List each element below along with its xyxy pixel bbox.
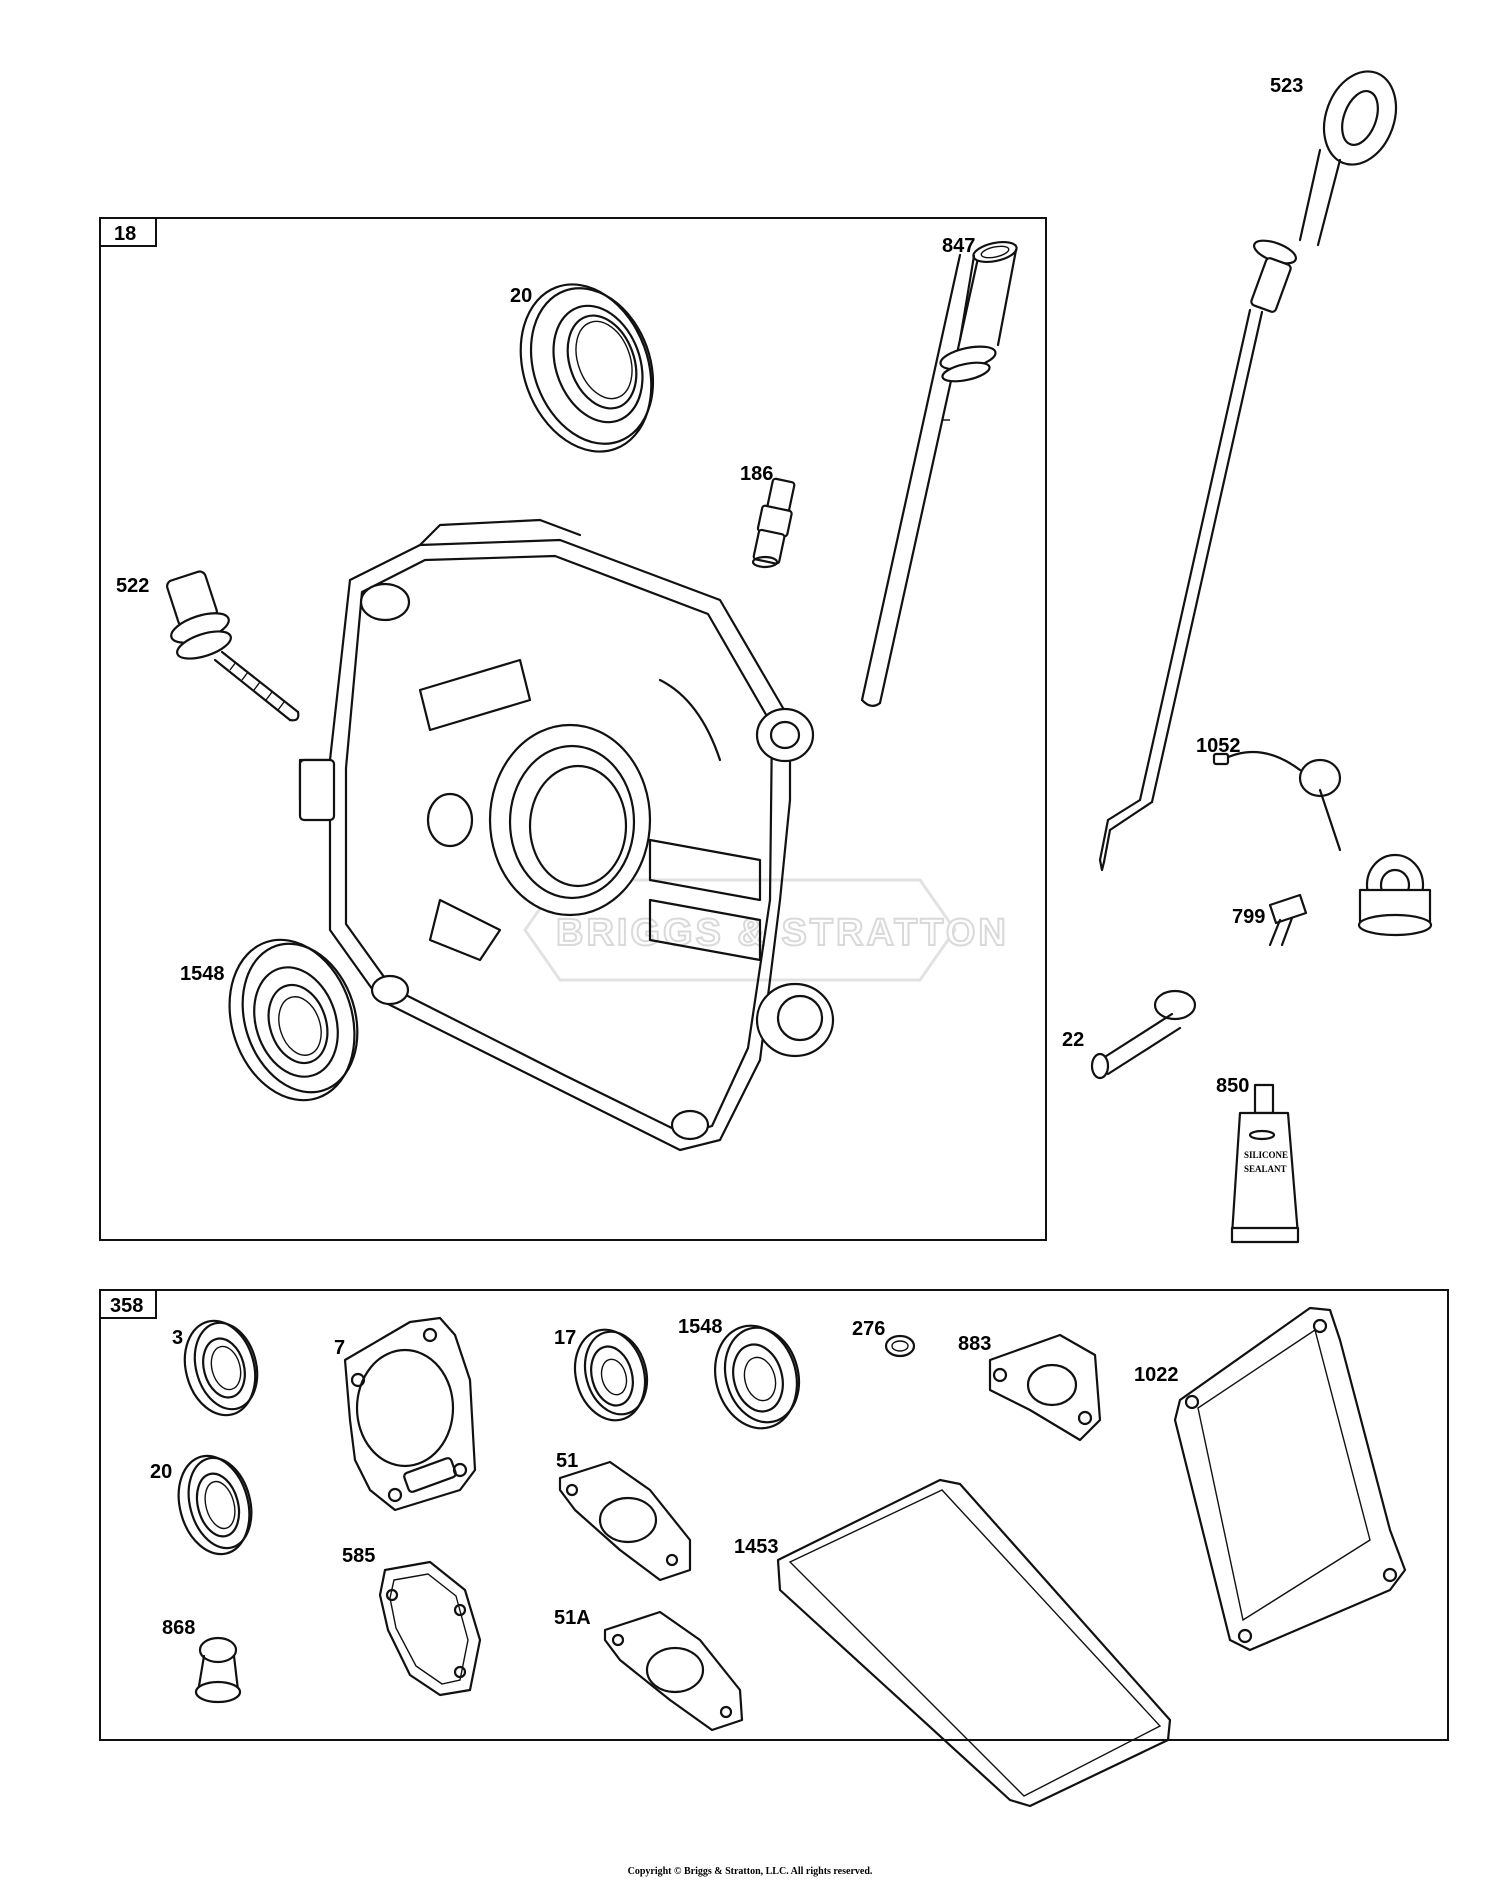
label-7: 7 bbox=[334, 1337, 345, 1359]
sealant-tube-850-part: SILICONE SEALANT bbox=[1230, 1083, 1300, 1244]
dipstick-tube-847-part bbox=[860, 240, 1018, 707]
gasket-51-part bbox=[558, 1460, 692, 1582]
oil-seal-20b-part bbox=[177, 1454, 253, 1556]
gasket-883-part bbox=[988, 1333, 1102, 1442]
dipstick-523-part bbox=[1098, 70, 1398, 872]
screw-799-part bbox=[1268, 893, 1308, 947]
sealant-line1: SILICONE bbox=[1244, 1150, 1288, 1160]
watermark-text: BRIGGS & STRATTON bbox=[556, 912, 1009, 954]
label-1022: 1022 bbox=[1134, 1364, 1179, 1386]
oil-strainer-522-part bbox=[166, 570, 300, 722]
gasket-1453-part bbox=[776, 1478, 1172, 1808]
label-1548-bottom: 1548 bbox=[678, 1316, 723, 1338]
valve-seal-868-part bbox=[194, 1636, 242, 1704]
label-51: 51 bbox=[556, 1450, 578, 1472]
label-1453: 1453 bbox=[734, 1536, 779, 1558]
copyright-notice: Copyright © Briggs & Stratton, LLC. All … bbox=[627, 1866, 873, 1877]
oil-seal-20-part bbox=[519, 283, 655, 453]
label-20-top: 20 bbox=[510, 285, 532, 307]
label-3: 3 bbox=[172, 1327, 183, 1349]
label-186: 186 bbox=[740, 463, 773, 485]
bolt-22-part bbox=[1090, 989, 1197, 1080]
oil-seal-3-part bbox=[183, 1319, 259, 1417]
label-523: 523 bbox=[1270, 75, 1303, 97]
label-850: 850 bbox=[1216, 1075, 1249, 1097]
label-17: 17 bbox=[554, 1327, 576, 1349]
label-1548-top: 1548 bbox=[180, 963, 225, 985]
section-358-title: 358 bbox=[110, 1295, 143, 1317]
gasket-7-part bbox=[343, 1316, 477, 1512]
label-20-bottom: 20 bbox=[150, 1461, 172, 1483]
section-18-title: 18 bbox=[114, 223, 136, 245]
gasket-585-part bbox=[378, 1560, 482, 1697]
label-1052: 1052 bbox=[1196, 735, 1241, 757]
gasket-51a-part bbox=[603, 1610, 744, 1732]
oil-sensor-1052-part bbox=[1212, 750, 1433, 937]
label-883: 883 bbox=[958, 1333, 991, 1355]
label-868: 868 bbox=[162, 1617, 195, 1639]
washer-276-part bbox=[884, 1334, 916, 1358]
sealant-line2: SEALANT bbox=[1244, 1164, 1287, 1174]
label-276: 276 bbox=[852, 1318, 885, 1340]
label-847: 847 bbox=[942, 235, 975, 257]
bearing-1548b-part bbox=[713, 1324, 801, 1430]
briggs-stratton-watermark: BRIGGS & STRATTON bbox=[523, 878, 1009, 982]
ball-bearing-1548-part bbox=[228, 938, 359, 1102]
label-585: 585 bbox=[342, 1545, 375, 1567]
bearing-17-part bbox=[573, 1328, 649, 1422]
label-22: 22 bbox=[1062, 1029, 1084, 1051]
gasket-1022-part bbox=[1173, 1306, 1407, 1652]
label-51a: 51A bbox=[554, 1607, 591, 1629]
section-18-frame: 18 bbox=[99, 217, 1047, 1241]
crankcase-cover-part bbox=[298, 518, 835, 1152]
label-522: 522 bbox=[116, 575, 149, 597]
label-799: 799 bbox=[1232, 906, 1265, 928]
section-358-frame: 358 bbox=[99, 1289, 1449, 1741]
fitting-186-part bbox=[751, 477, 796, 569]
